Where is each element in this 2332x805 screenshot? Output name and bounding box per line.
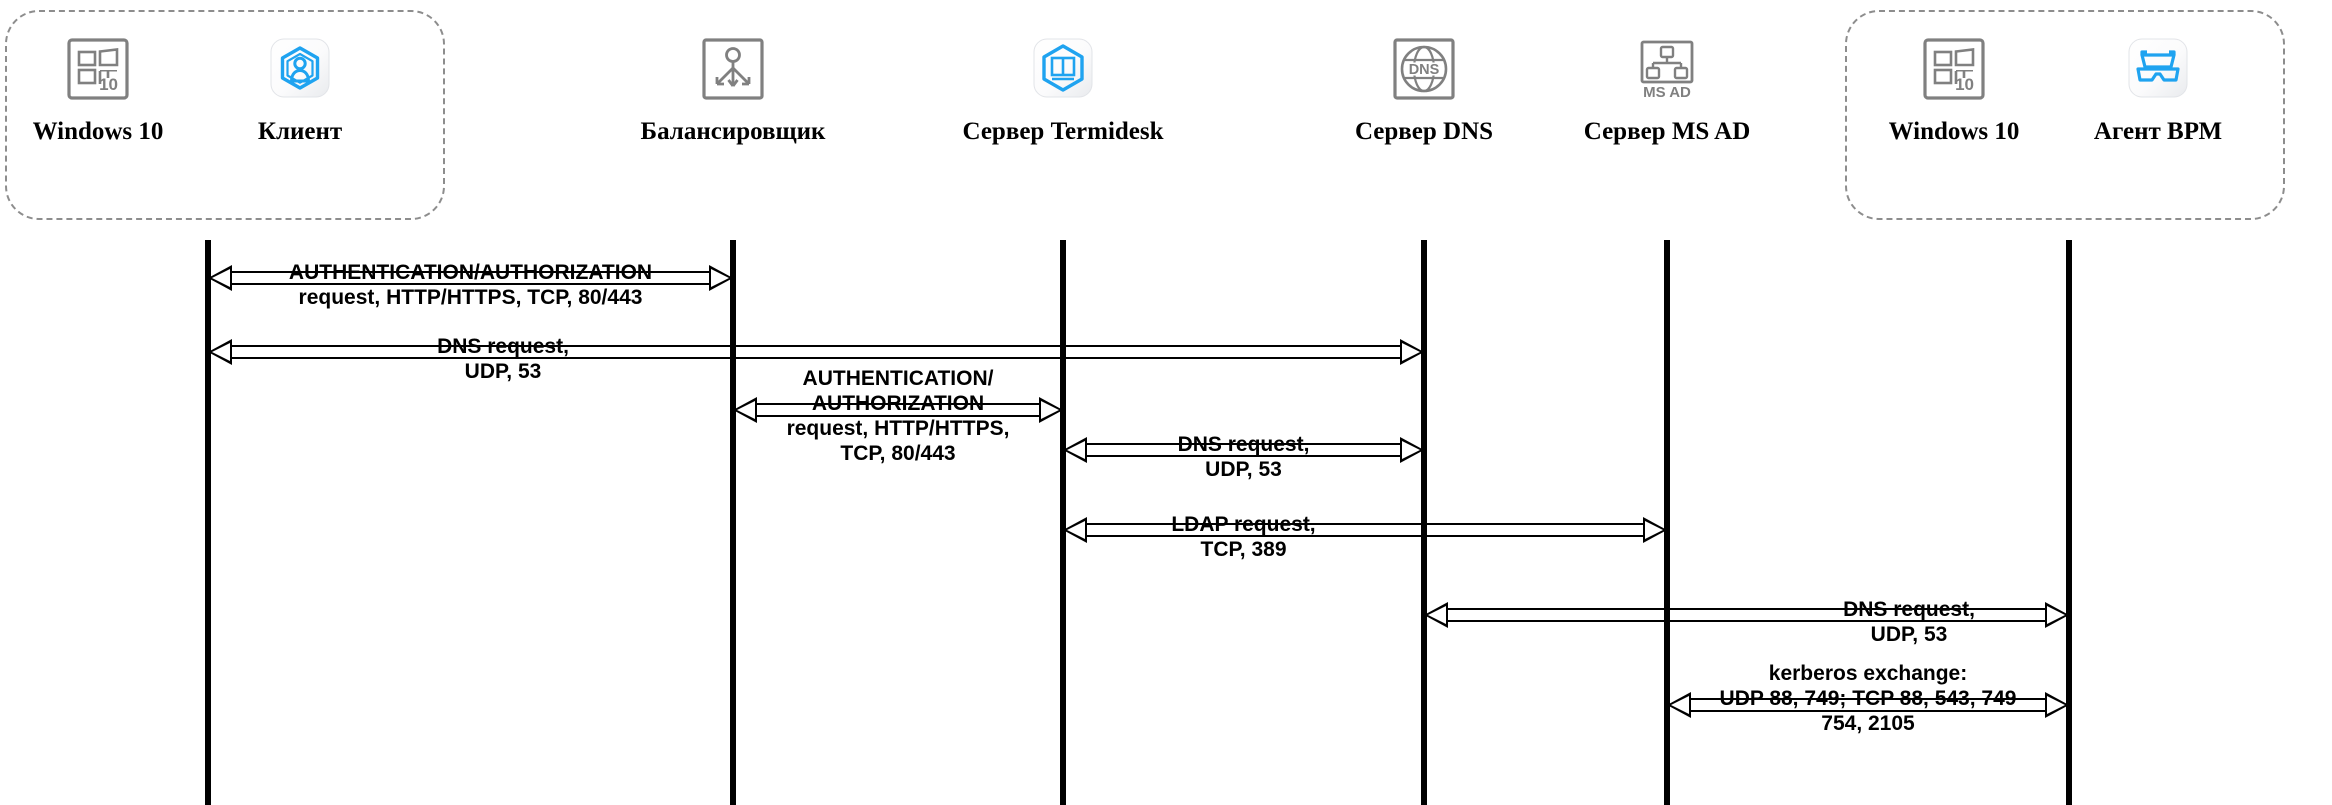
client-workstation-group [5, 10, 445, 220]
message-line [1063, 523, 1667, 537]
message-label: DNS request, UDP, 53 [1843, 598, 1975, 646]
arrowhead-left-icon [1667, 692, 1691, 718]
actor-label: Сервер DNS [1354, 118, 1494, 145]
termidesk-hexagon-icon [933, 30, 1193, 108]
actor-ms-ad-server: MS AD Сервер MS AD [1537, 30, 1797, 146]
arrowhead-right-icon [2045, 602, 2069, 628]
lifeline-vrm-agent [2066, 240, 2072, 805]
arrowhead-left-icon [208, 265, 232, 291]
message-label: DNS request, UDP, 53 [437, 335, 569, 383]
lifeline-client [205, 240, 211, 805]
vdi-workstation-group [1845, 10, 2285, 220]
actor-balancer: Балансировщик [603, 30, 863, 146]
windows-10-icon: 10 [0, 30, 228, 108]
svg-text:MS AD: MS AD [1643, 84, 1691, 101]
message-line [208, 271, 733, 285]
lifeline-balancer [730, 240, 736, 805]
arrowhead-left-icon [1063, 437, 1087, 463]
message-label: DNS request, UDP, 53 [1177, 433, 1310, 481]
actor-termidesk-server: Сервер Termidesk [933, 30, 1193, 146]
arrowhead-left-icon [208, 339, 232, 365]
message-label: AUTHENTICATION/AUTHORIZATION request, HT… [288, 261, 653, 309]
message-line [208, 345, 1424, 359]
actor-label: Сервер Termidesk [962, 118, 1164, 145]
actor-windows10-vdi: 10 Windows 10 [1824, 30, 2084, 146]
svg-text:10: 10 [1955, 75, 1974, 94]
vrm-glasses-icon [2028, 30, 2288, 108]
dns-globe-icon: DNS [1294, 30, 1554, 108]
actor-label: Клиент [257, 118, 343, 145]
message-line [1063, 443, 1424, 457]
svg-text:DNS: DNS [1409, 62, 1440, 78]
ms-ad-hierarchy-icon: MS AD [1537, 30, 1797, 108]
arrowhead-right-icon [709, 265, 733, 291]
svg-text:10: 10 [99, 75, 118, 94]
arrowhead-left-icon [1424, 602, 1448, 628]
arrowhead-left-icon [733, 397, 757, 423]
lifeline-dns-server [1421, 240, 1427, 805]
actor-label: Windows 10 [32, 118, 164, 145]
actor-label: Агент ВРМ [2093, 118, 2223, 145]
message-line [733, 403, 1063, 417]
actor-label: Windows 10 [1888, 118, 2020, 145]
actor-label: Балансировщик [640, 118, 826, 145]
arrowhead-left-icon [1063, 517, 1087, 543]
actor-dns-server: DNS Сервер DNS [1294, 30, 1554, 146]
message-line [1667, 698, 2069, 712]
message-line [1424, 608, 2069, 622]
client-hexagon-user-icon [170, 30, 430, 108]
actor-client: Клиент [170, 30, 430, 146]
arrowhead-right-icon [1039, 397, 1063, 423]
arrowhead-right-icon [1400, 339, 1424, 365]
actor-label: Сервер MS AD [1583, 118, 1751, 145]
lifeline-ms-ad-server [1664, 240, 1670, 805]
message-label: LDAP request, TCP, 389 [1171, 513, 1316, 561]
actor-windows10-client: 10 Windows 10 [0, 30, 228, 146]
arrowhead-right-icon [2045, 692, 2069, 718]
arrowhead-right-icon [1400, 437, 1424, 463]
actor-vrm-agent: Агент ВРМ [2028, 30, 2288, 146]
arrowhead-right-icon [1643, 517, 1667, 543]
load-balancer-icon [603, 30, 863, 108]
windows-10-icon: 10 [1824, 30, 2084, 108]
